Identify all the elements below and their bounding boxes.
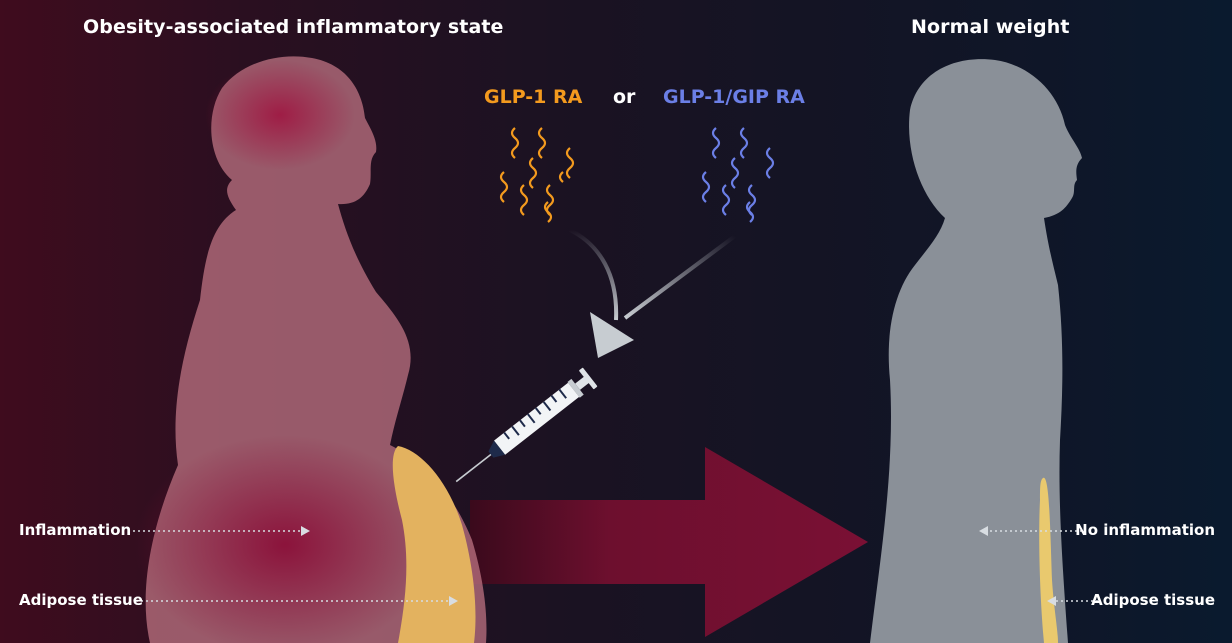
adipose-label-right: Adipose tissue (1091, 591, 1215, 609)
adipose-label-left: Adipose tissue (19, 591, 143, 609)
dual-to-syringe-arrow (623, 234, 737, 320)
glp1-peptide-helix-icon (499, 127, 575, 223)
transition-arrow (470, 447, 868, 637)
no-inflammation-label: No inflammation (1075, 521, 1215, 539)
adipose-tissue-left (392, 446, 476, 643)
syringe-icon (455, 367, 598, 483)
glp1-gip-ra-label: GLP-1/GIP RA (663, 86, 805, 108)
pointer-lines (128, 530, 1098, 602)
right-title: Normal weight (911, 16, 1070, 38)
or-label: or (613, 86, 636, 108)
pointer-arrowheads (301, 526, 1056, 606)
glp1-ra-label: GLP-1 RA (484, 86, 583, 108)
glp1-to-syringe-arrow (569, 228, 619, 321)
arrowhead (590, 312, 634, 358)
normal-silhouette (870, 59, 1082, 643)
left-title: Obesity-associated inflammatory state (83, 16, 504, 38)
dual-peptide-helix-icon (701, 127, 775, 223)
inflammation-label: Inflammation (19, 521, 132, 539)
